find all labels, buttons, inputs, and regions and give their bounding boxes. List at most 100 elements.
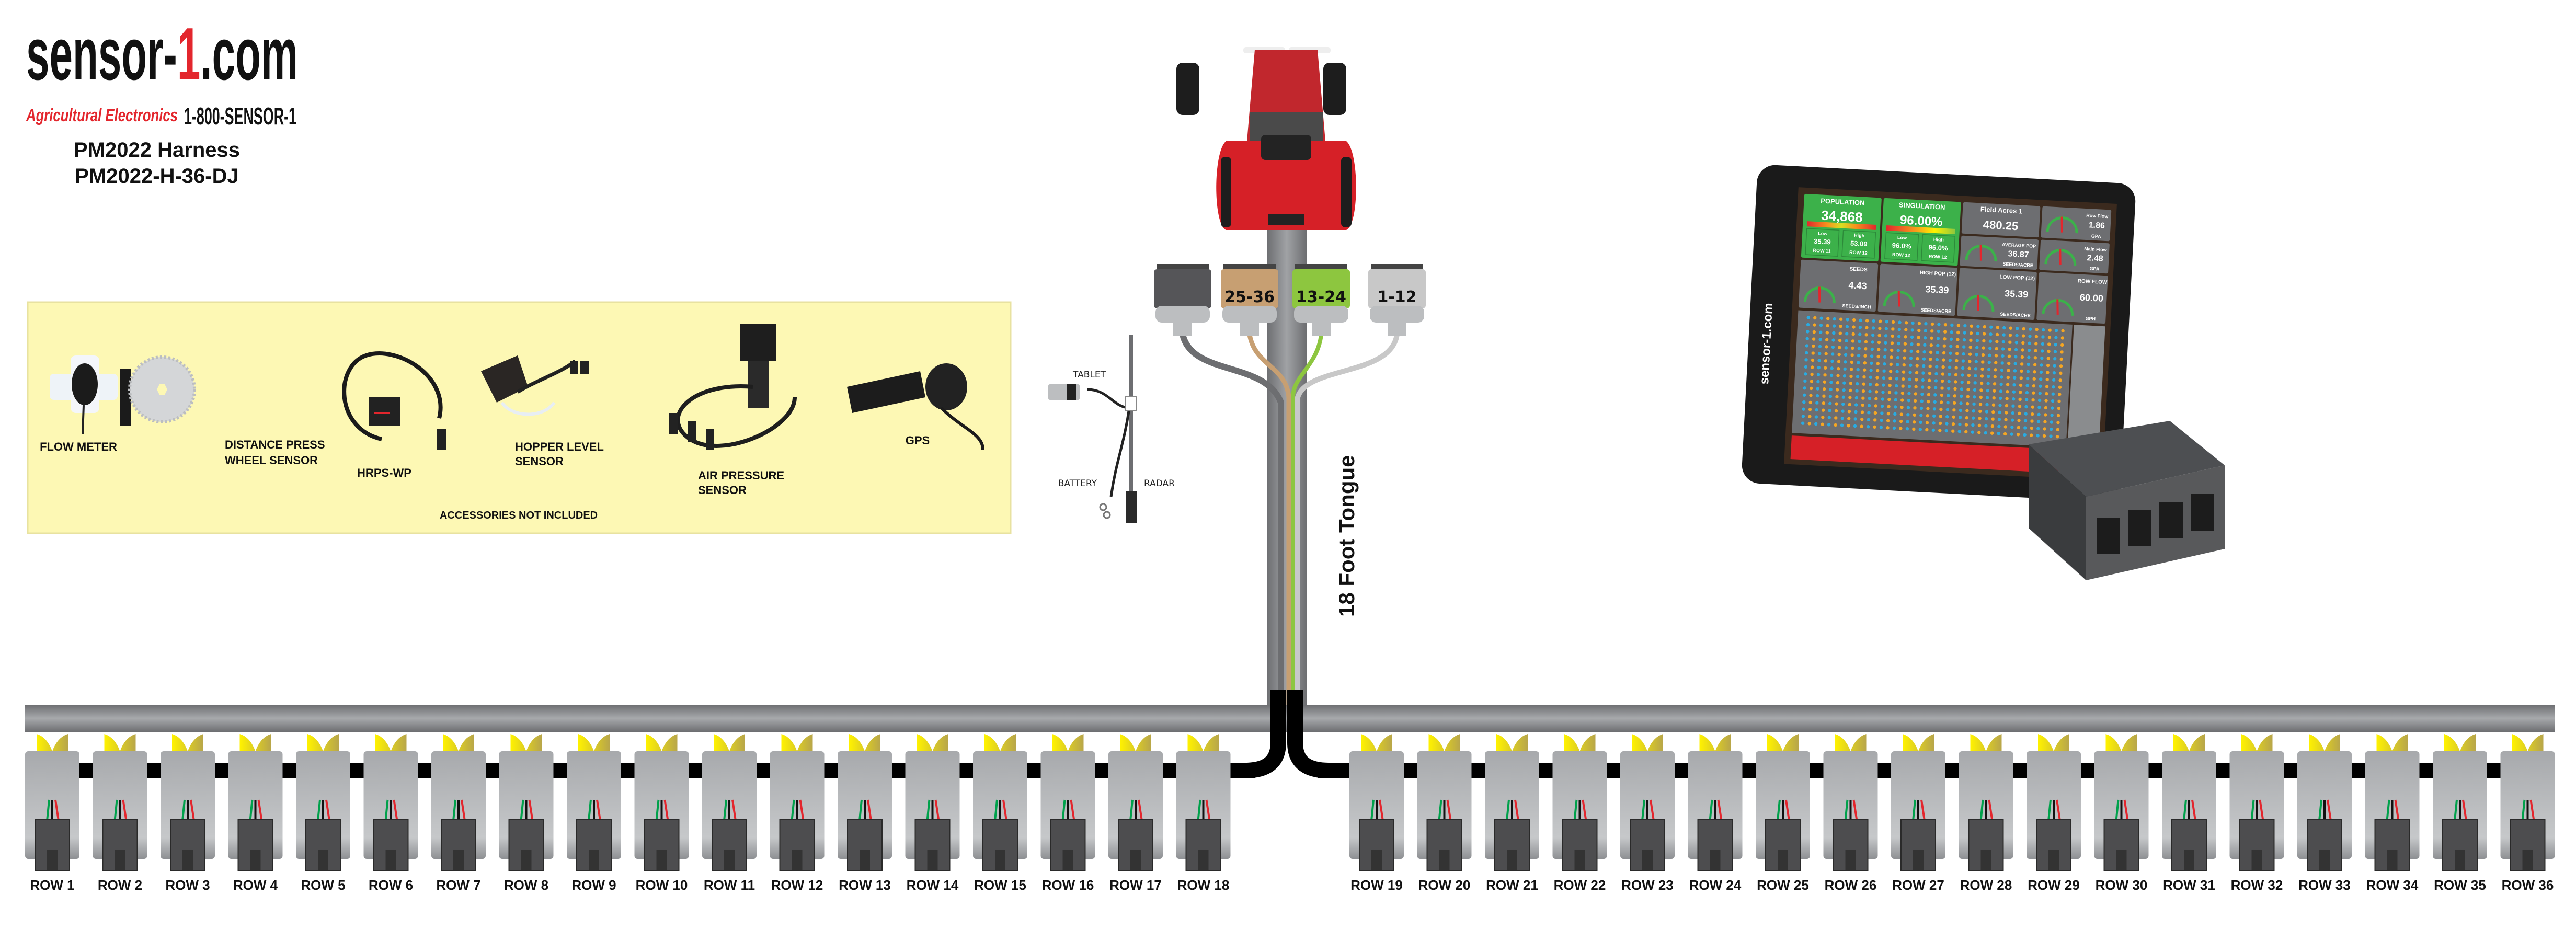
row-unit: ROW 1 xyxy=(25,734,79,893)
seed-dot xyxy=(1999,382,2003,386)
hrps-wp-image xyxy=(342,351,446,450)
wire-red xyxy=(663,799,669,821)
seed-dot xyxy=(1811,365,1814,369)
row-connector xyxy=(2036,819,2071,871)
seed-dot xyxy=(1888,376,1892,381)
seed-dot xyxy=(1920,399,1924,403)
seed-dot xyxy=(1822,394,1826,398)
row-unit: ROW 9 xyxy=(567,734,621,893)
seed-dot xyxy=(2025,384,2029,387)
ecu-module xyxy=(2029,421,2225,580)
seed-dot xyxy=(1932,421,1936,425)
wire-red xyxy=(1514,799,1519,821)
seed-dot xyxy=(1857,361,1860,364)
seed-dot xyxy=(1920,392,1924,396)
seed-dot xyxy=(1932,414,1936,418)
row-connector-key xyxy=(656,850,667,870)
wire-green xyxy=(2454,799,2458,821)
seed-dot xyxy=(1954,380,1957,384)
seed-dot xyxy=(1838,338,1842,342)
seed-tube-icon xyxy=(1767,734,1799,751)
seed-dot xyxy=(1889,362,1893,366)
row-label: ROW 11 xyxy=(704,877,755,893)
seed-dot xyxy=(1881,390,1885,394)
row-label: ROW 26 xyxy=(1825,877,1877,893)
wire-green xyxy=(2386,799,2390,821)
row-connector xyxy=(1118,819,1153,871)
row-unit: ROW 5 xyxy=(296,734,350,893)
seed-tube-icon xyxy=(1903,734,1934,751)
connector-boot xyxy=(1155,306,1210,323)
seed-dot xyxy=(1928,364,1932,368)
connector-1 xyxy=(1154,264,1211,336)
seed-dot xyxy=(1805,351,1808,355)
wire-green xyxy=(1979,799,1984,821)
wire-red xyxy=(1852,799,1858,821)
tile-value: 34,868 xyxy=(1821,208,1863,225)
tile-title: SEEDS xyxy=(1849,266,1868,273)
seed-dot xyxy=(1957,430,1961,433)
wire-green xyxy=(249,799,254,821)
seed-dot xyxy=(1942,358,1945,362)
seed-dot xyxy=(1938,421,1942,426)
seed-dot xyxy=(2028,334,2032,338)
seed-dot xyxy=(1983,325,1987,329)
seed-dot xyxy=(1916,350,1920,353)
seed-dot xyxy=(1837,360,1841,363)
seed-dot xyxy=(1803,372,1807,376)
seed-dot xyxy=(1880,418,1883,422)
seed-dot xyxy=(1975,346,1979,350)
seed-dot xyxy=(1999,389,2003,393)
seed-dot xyxy=(2021,341,2025,345)
accessories-panel: FLOW METER DISTANCE PRESS WHEEL SENSOR H… xyxy=(27,301,1012,534)
wire-red xyxy=(1205,799,1211,821)
wire-green xyxy=(1506,799,1510,821)
seed-dot xyxy=(1901,384,1905,388)
seed-dot xyxy=(1806,323,1810,327)
seed-dot xyxy=(1941,365,1945,369)
seed-dot xyxy=(1818,338,1822,341)
row-label: ROW 24 xyxy=(1689,877,1742,893)
row-label: ROW 7 xyxy=(436,877,480,893)
seed-dot xyxy=(1972,409,1976,413)
seed-dot xyxy=(1887,391,1892,394)
seed-dot xyxy=(2013,362,2017,366)
seed-dot xyxy=(2060,343,2064,347)
wire-red xyxy=(190,799,195,821)
row-unit: ROW 22 xyxy=(1552,734,1607,893)
seed-dot xyxy=(1871,340,1874,344)
range-high-row: ROW 12 xyxy=(1849,249,1868,256)
seed-dot xyxy=(2056,421,2060,424)
seed-dot xyxy=(1984,431,1987,435)
seed-dot xyxy=(1864,347,1868,351)
row-unit: ROW 15 xyxy=(973,734,1027,893)
seed-dot xyxy=(1803,386,1806,390)
seed-dot xyxy=(2041,328,2045,332)
row-unit: ROW 7 xyxy=(431,734,486,893)
row-unit: ROW 36 xyxy=(2500,734,2555,893)
seed-dot xyxy=(1987,360,1991,364)
range-bar xyxy=(1886,225,1956,234)
seed-dot xyxy=(1886,426,1890,430)
seed-dot xyxy=(1887,398,1891,401)
seed-dot xyxy=(1806,316,1810,319)
seed-dot xyxy=(2058,385,2062,389)
row-unit: ROW 20 xyxy=(1417,734,1472,893)
row-label: ROW 13 xyxy=(839,877,891,893)
tractor xyxy=(1176,47,1356,230)
range-low-box xyxy=(1884,232,1919,261)
seed-dot xyxy=(1868,397,1872,400)
seed-dot xyxy=(1900,398,1904,402)
seed-dot xyxy=(1959,401,1963,405)
row-connector-key xyxy=(1198,850,1209,870)
seed-dot xyxy=(1965,416,1968,420)
seed-dot xyxy=(1920,385,1925,389)
gps-image xyxy=(847,363,984,450)
seed-dot xyxy=(1819,324,1823,327)
connector-4: 1-12 xyxy=(1368,264,1426,336)
seed-dot xyxy=(1813,316,1817,320)
row-label: ROW 32 xyxy=(2231,877,2283,893)
